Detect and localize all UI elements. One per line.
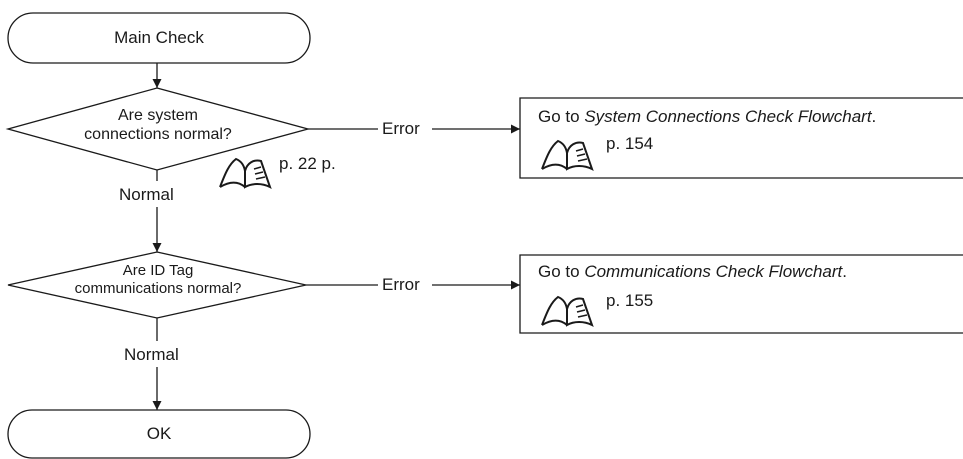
end-terminal — [7, 409, 311, 459]
box1-suffix: . — [871, 107, 877, 126]
result-box-system-connections — [519, 97, 963, 179]
decision1-text: Are system connections normal? — [48, 106, 268, 144]
start-label: Main Check — [114, 28, 204, 47]
box2-text: Go to Communications Check Flowchart. — [538, 262, 847, 282]
normal-label-1: Normal — [119, 185, 174, 204]
box2-suffix: . — [842, 262, 847, 281]
result-box-communications — [519, 254, 963, 334]
box1-reference: p. 154 — [606, 134, 654, 153]
decision1-reference: p. 22 p. — [279, 154, 336, 173]
open-book-icon — [536, 133, 598, 178]
error-label-2: Error — [382, 275, 420, 294]
decision2-text: Are ID Tag communications normal? — [48, 262, 268, 298]
decision1-line1: Are system — [117, 107, 198, 124]
box2-reference: p. 155 — [606, 291, 654, 310]
error-label-1: Error — [382, 119, 420, 138]
decision1-line2: connections normal? — [84, 126, 232, 143]
box1-text: Go to System Connections Check Flowchart… — [538, 107, 876, 127]
box2-link: Communications Check Flowchart — [584, 262, 843, 281]
decision2-line2: communications normal? — [74, 280, 242, 297]
decision2-line1: Are ID Tag — [122, 262, 194, 279]
end-label: OK — [146, 424, 172, 443]
open-book-icon — [536, 289, 598, 334]
start-terminal — [7, 12, 311, 64]
box1-prefix: Go to — [538, 107, 585, 126]
open-book-icon — [214, 151, 276, 196]
box2-prefix: Go to — [538, 262, 585, 281]
normal-label-2: Normal — [124, 345, 179, 364]
box1-link: System Connections Check Flowchart — [584, 107, 872, 126]
